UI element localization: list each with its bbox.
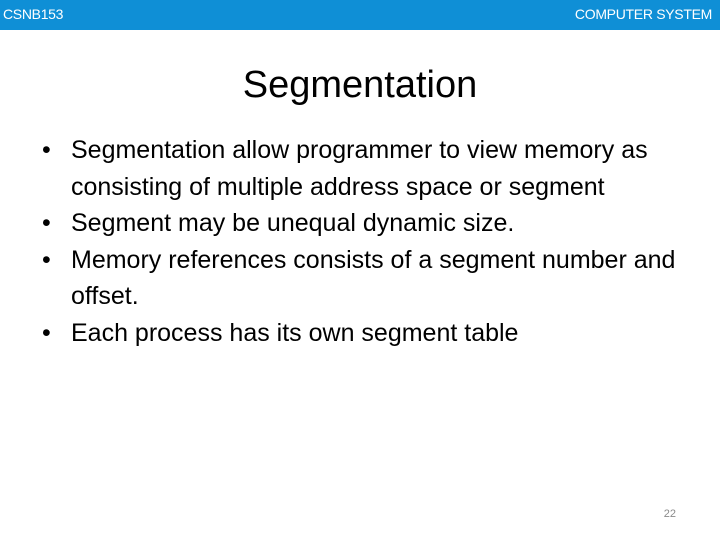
- header-bar: CSNB153 COMPUTER SYSTEM: [0, 0, 720, 30]
- bullet-text-4: Each process has its own segment table: [71, 318, 519, 347]
- bullet-item-4: • Each process has its own segment table: [42, 315, 682, 352]
- bullet-icon: •: [42, 318, 51, 347]
- bullet-icon: •: [42, 245, 51, 274]
- bullet-text-1: Segmentation allow programmer to view me…: [71, 136, 648, 201]
- course-title: COMPUTER SYSTEM: [574, 6, 712, 22]
- bullet-icon: •: [42, 209, 51, 237]
- bullet-icon: •: [42, 136, 51, 164]
- bullet-item-2: • Segment may be unequal dynamic size.: [42, 205, 682, 242]
- course-code: CSNB153: [3, 6, 64, 22]
- page-number: 22: [663, 508, 676, 520]
- slide-title: Segmentation: [242, 64, 478, 106]
- bullet-text-3: Memory references consists of a segment …: [71, 245, 676, 311]
- bullet-text-2: Segment may be unequal dynamic size.: [71, 209, 515, 237]
- bullet-item-1: • Segmentation allow programmer to view …: [42, 132, 682, 205]
- bullet-list: • Segmentation allow programmer to view …: [42, 132, 682, 351]
- bullet-item-3: • Memory references consists of a segmen…: [42, 242, 682, 315]
